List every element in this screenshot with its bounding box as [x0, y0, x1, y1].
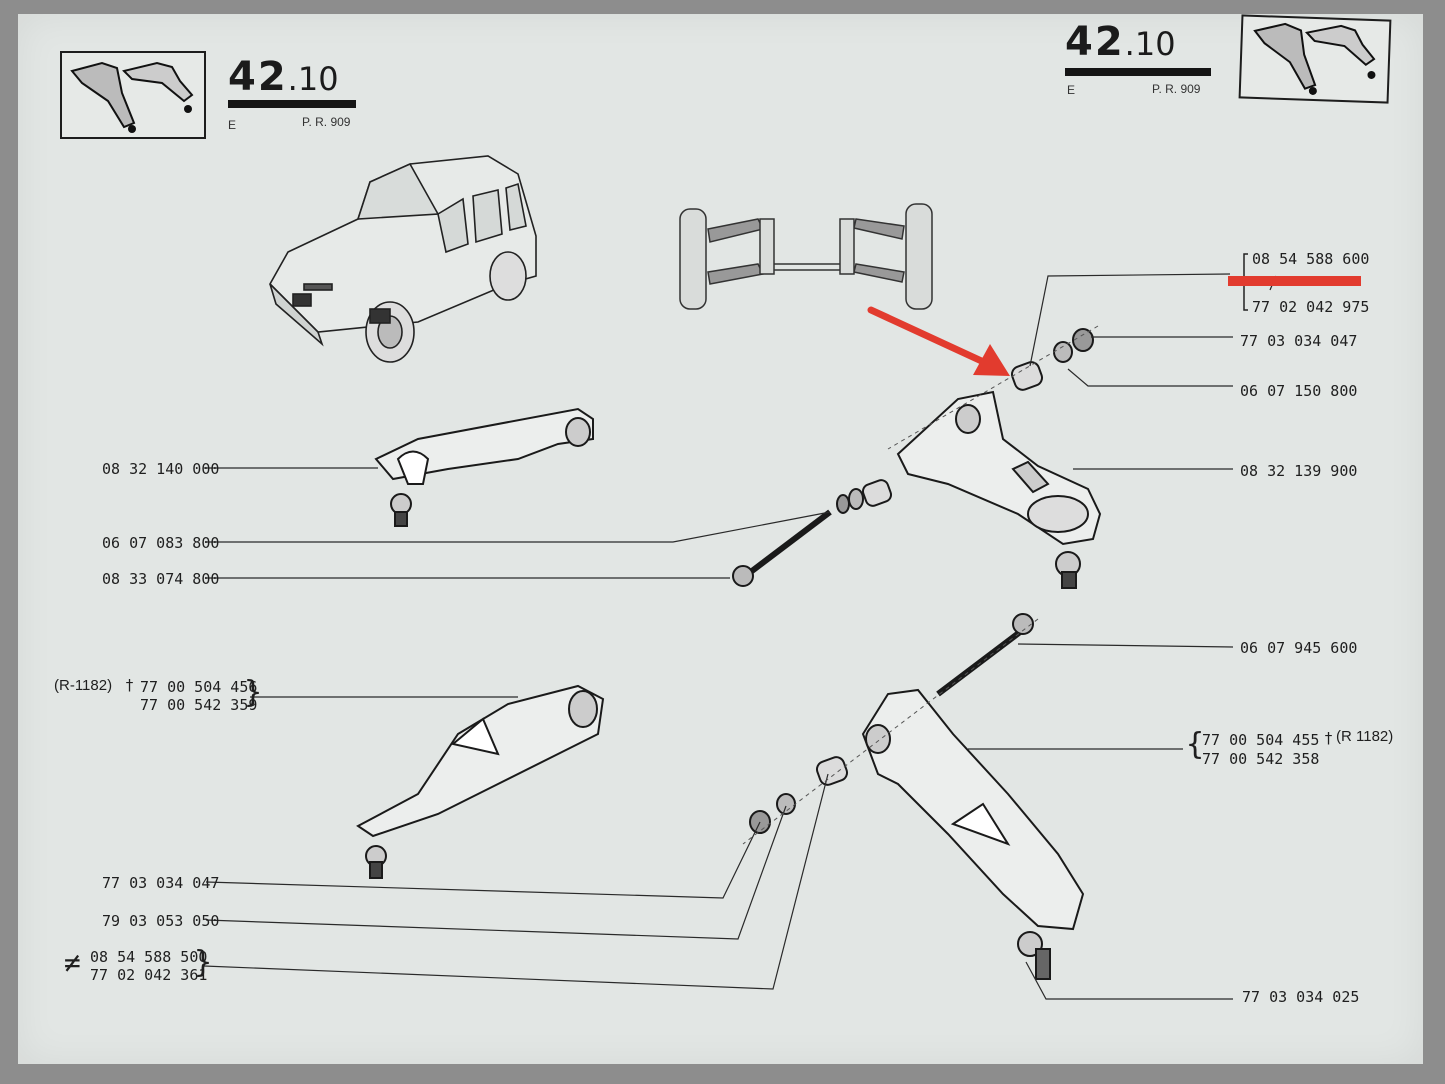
- page-number-left: 42.10: [228, 54, 339, 100]
- label-bush-left-b: 77 02 042 361: [90, 966, 208, 984]
- upper-arm-left-icon: [374, 407, 594, 527]
- label-lower-arm-left-b: 77 00 542 359: [140, 696, 258, 714]
- label-lower-arm-right-mark: †: [1324, 729, 1334, 747]
- brace-left: }: [244, 675, 263, 710]
- label-bolt-washer: 06 07 083 800: [102, 534, 220, 552]
- lower-bush-parts: [749, 756, 849, 834]
- suspension-arm-thumbnail-icon: [1253, 22, 1376, 95]
- page-number-sub: .10: [1124, 25, 1176, 63]
- edition-left: E: [228, 118, 237, 132]
- label-nut-left: 77 03 034 047: [102, 874, 220, 892]
- edition-right: E: [1067, 83, 1076, 97]
- label-bush-right-b: 77 02 042 975: [1252, 298, 1370, 316]
- catalog-page: 42.10 E P. R. 909 42.10 E P. R. 909: [18, 14, 1423, 1064]
- label-lower-arm-right-b: 77 00 542 358: [1202, 750, 1320, 768]
- lower-arm-right-icon: [861, 613, 1085, 980]
- ref-right: P. R. 909: [1152, 82, 1201, 96]
- leader-lines: [203, 273, 1234, 1000]
- label-long-bolt-right: 06 07 945 600: [1240, 639, 1358, 657]
- page-number-right: 42.10: [1065, 19, 1176, 65]
- label-bush-left-mark: ≠: [64, 946, 81, 979]
- label-lower-arm-right-suffix: (R 1182): [1336, 728, 1394, 745]
- label-washer-left: 79 03 053 050: [102, 912, 220, 930]
- suspension-arm-thumbnail-right: [1238, 14, 1392, 104]
- page-number-main: 42: [228, 54, 288, 100]
- label-upper-arm-left: 08 32 140 000: [102, 460, 220, 478]
- label-balljoint-nut: 77 03 034 025: [1242, 988, 1360, 1006]
- label-washer-right: 06 07 150 800: [1240, 382, 1358, 400]
- label-lower-arm-left-prefix: (R-1182): [54, 677, 113, 694]
- label-lower-arm-right-a: 77 00 504 455: [1202, 731, 1320, 749]
- header-bar-left: [228, 100, 356, 108]
- upper-bush-parts: [732, 328, 1094, 587]
- center-lines: [742, 325, 1099, 845]
- label-lower-arm-left-mark: †: [125, 676, 135, 694]
- suspension-arm-thumbnail-icon: [70, 61, 194, 133]
- label-nut-right: 77 03 034 047: [1240, 332, 1358, 350]
- label-lower-arm-left-a: 77 00 504 456: [140, 678, 258, 696]
- front-axle-diagram-icon: [679, 203, 933, 310]
- brace-right: {: [1186, 727, 1205, 762]
- red-highlight-bar-icon: [1228, 276, 1361, 286]
- car-illustration-icon: [269, 155, 537, 363]
- suspension-arm-thumbnail-left: [60, 51, 206, 139]
- brace-left-bottom: }: [194, 945, 213, 980]
- label-bush-right-a: 08 54 588 600: [1252, 250, 1370, 268]
- red-arrow-icon: [867, 306, 1010, 376]
- page-number-sub: .10: [287, 60, 339, 98]
- exploded-diagram: [203, 155, 1277, 1000]
- upper-arm-right-icon: [896, 390, 1102, 589]
- ref-left: P. R. 909: [302, 115, 351, 129]
- label-bush-left-a: 08 54 588 500: [90, 948, 208, 966]
- page-number-main: 42: [1065, 19, 1125, 65]
- header-bar-right: [1065, 68, 1211, 76]
- label-upper-arm-right: 08 32 139 900: [1240, 462, 1358, 480]
- label-bolt: 08 33 074 800: [102, 570, 220, 588]
- lower-arm-left-icon: [356, 684, 605, 879]
